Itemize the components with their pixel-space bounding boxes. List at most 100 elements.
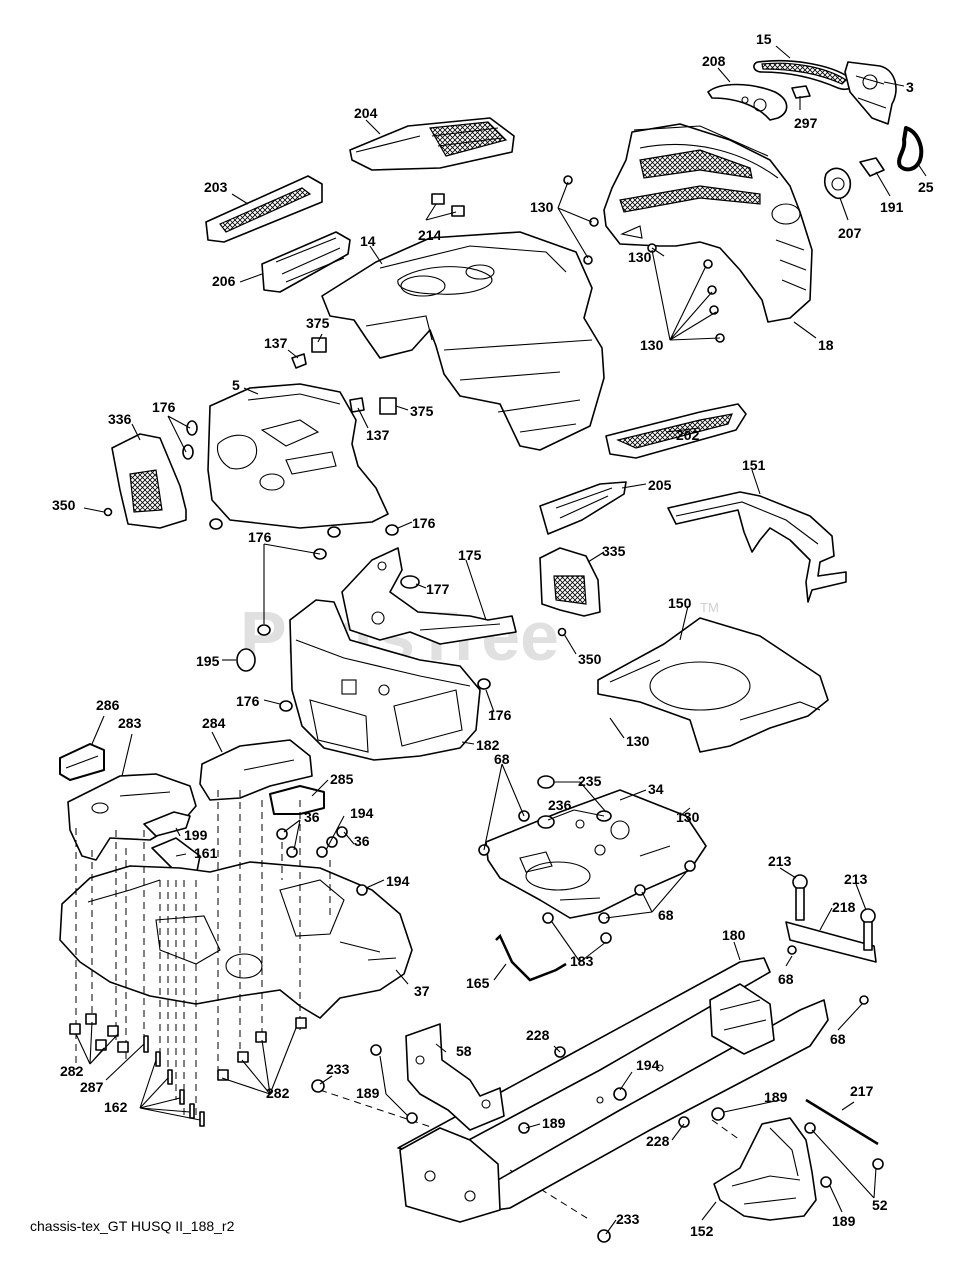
callout-375-a: 375 xyxy=(306,315,330,331)
part-286-trim xyxy=(59,743,105,781)
part-34-plate xyxy=(485,789,707,919)
callout-34: 34 xyxy=(648,781,664,797)
callout-195: 195 xyxy=(196,653,220,669)
callout-180: 180 xyxy=(722,927,746,943)
callout-189-a: 189 xyxy=(356,1085,380,1101)
callout-68-d: 68 xyxy=(830,1031,846,1047)
callout-350-b: 350 xyxy=(578,651,602,667)
callout-52: 52 xyxy=(872,1197,888,1213)
callout-175: 175 xyxy=(458,547,482,563)
part-175-support xyxy=(341,547,517,645)
callout-214: 214 xyxy=(418,227,442,243)
callout-189-b: 189 xyxy=(764,1089,788,1105)
part-207-knob xyxy=(823,167,852,200)
callout-202: 202 xyxy=(676,427,700,443)
part-350-screw-a xyxy=(103,507,113,517)
part-137-clip-b xyxy=(349,397,365,413)
callout-182: 182 xyxy=(476,737,500,753)
callout-228-a: 228 xyxy=(526,1027,550,1043)
callout-25: 25 xyxy=(918,179,934,195)
fasteners-130-top xyxy=(563,175,725,343)
part-195-plug xyxy=(236,648,256,672)
part-350-screw-b xyxy=(557,627,567,637)
part-217-rod xyxy=(805,1098,879,1146)
callout-176-c: 176 xyxy=(248,529,272,545)
clips-282-left xyxy=(69,1013,307,1081)
part-208-bracket xyxy=(707,83,788,121)
callout-194-b: 194 xyxy=(386,873,410,889)
callout-287: 287 xyxy=(80,1079,104,1095)
callout-176-e: 176 xyxy=(488,707,512,723)
callout-165: 165 xyxy=(466,975,490,991)
callout-58: 58 xyxy=(456,1043,472,1059)
callout-137-a: 137 xyxy=(264,335,288,351)
part-177-nut xyxy=(400,575,420,589)
part-218-bracket xyxy=(785,874,877,1005)
callout-labels: 15 208 3 297 25 191 207 204 203 214 14 2… xyxy=(52,31,934,1239)
callout-177: 177 xyxy=(426,581,450,597)
fasteners-36-194 xyxy=(276,826,368,896)
part-182-lower-dash xyxy=(289,599,481,761)
part-152-seat-bracket xyxy=(713,1117,817,1221)
callout-36-b: 36 xyxy=(354,833,370,849)
callout-137-b: 137 xyxy=(366,427,390,443)
part-37-body xyxy=(59,861,413,1019)
callout-217: 217 xyxy=(850,1083,874,1099)
callout-335: 335 xyxy=(602,543,626,559)
callout-285: 285 xyxy=(330,771,354,787)
leader-lines xyxy=(75,45,927,1235)
part-176-grommets xyxy=(182,420,491,712)
callout-14: 14 xyxy=(360,233,376,249)
callout-336: 336 xyxy=(108,411,132,427)
callout-130-d: 130 xyxy=(626,733,650,749)
callout-282-b: 282 xyxy=(266,1085,290,1101)
callout-162: 162 xyxy=(104,1099,128,1115)
part-285-trim xyxy=(269,785,325,815)
callout-375-b: 375 xyxy=(410,403,434,419)
callout-297: 297 xyxy=(794,115,818,131)
callout-68-a: 68 xyxy=(494,751,510,767)
callout-282-a: 282 xyxy=(60,1063,84,1079)
callout-228-b: 228 xyxy=(646,1133,670,1149)
diagram-caption: chassis-tex_GT HUSQ II_188_r2 xyxy=(30,1218,235,1234)
callout-18: 18 xyxy=(818,337,834,353)
callout-203: 203 xyxy=(204,179,228,195)
callout-130-a: 130 xyxy=(530,199,554,215)
part-137-clip-a xyxy=(291,353,307,369)
callout-199: 199 xyxy=(184,827,208,843)
callout-204: 204 xyxy=(354,105,378,121)
part-165-rod xyxy=(495,933,567,982)
part-214-clips xyxy=(431,193,465,217)
part-3-panel xyxy=(844,61,897,125)
callout-189-d: 189 xyxy=(832,1213,856,1229)
callout-233-a: 233 xyxy=(326,1061,350,1077)
part-375-clip-a xyxy=(311,337,327,353)
callout-208: 208 xyxy=(702,53,726,69)
callout-176-d: 176 xyxy=(236,693,260,709)
callout-283: 283 xyxy=(118,715,142,731)
part-5-dash xyxy=(207,383,389,529)
callout-68-c: 68 xyxy=(778,971,794,987)
part-206-grille xyxy=(261,231,351,293)
callout-37: 37 xyxy=(414,983,430,999)
callout-236: 236 xyxy=(548,797,572,813)
callout-233-b: 233 xyxy=(616,1211,640,1227)
part-297-clip xyxy=(791,85,811,99)
part-205-insert xyxy=(539,481,627,535)
part-199-bracket xyxy=(143,811,191,837)
callout-286: 286 xyxy=(96,697,120,713)
callout-130-e: 130 xyxy=(676,809,700,825)
part-284-fender-right xyxy=(199,739,313,801)
callout-213-a: 213 xyxy=(768,853,792,869)
callout-207: 207 xyxy=(838,225,862,241)
callout-218: 218 xyxy=(832,899,856,915)
callout-130-b: 130 xyxy=(628,249,652,265)
callout-206: 206 xyxy=(212,273,236,289)
watermark-tm: TM xyxy=(700,600,719,615)
part-18-front-shell xyxy=(603,123,813,323)
callout-68-b: 68 xyxy=(658,907,674,923)
callout-151: 151 xyxy=(742,457,766,473)
part-14-hood xyxy=(321,231,605,451)
